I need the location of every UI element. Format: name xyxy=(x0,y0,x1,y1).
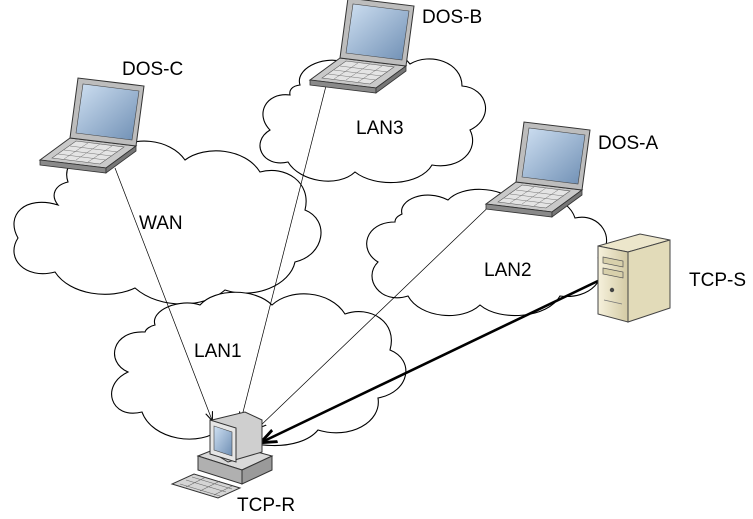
dos-a-label: DOS-A xyxy=(598,133,659,154)
wan-label: WAN xyxy=(139,213,183,234)
dos-c-label: DOS-C xyxy=(122,59,183,80)
tcp-s-label: TCP-S xyxy=(689,270,746,291)
lan2-label: LAN2 xyxy=(484,260,532,281)
laptop-icon-dos-a xyxy=(485,121,591,218)
tcp-r-label: TCP-R xyxy=(237,495,295,516)
lan3-label: LAN3 xyxy=(356,118,404,139)
link-dos-a-to-tcp-r xyxy=(258,195,501,428)
server-icon-tcp-s xyxy=(597,233,671,323)
lan1-label: LAN1 xyxy=(194,341,242,362)
dos-b-label: DOS-B xyxy=(422,7,482,28)
workstation-icon-tcp-r xyxy=(170,411,274,499)
link-dos-b-to-tcp-r xyxy=(241,77,329,420)
link-dos-c-to-tcp-r xyxy=(114,167,212,420)
link-tcp-s-to-tcp-r xyxy=(262,278,601,442)
